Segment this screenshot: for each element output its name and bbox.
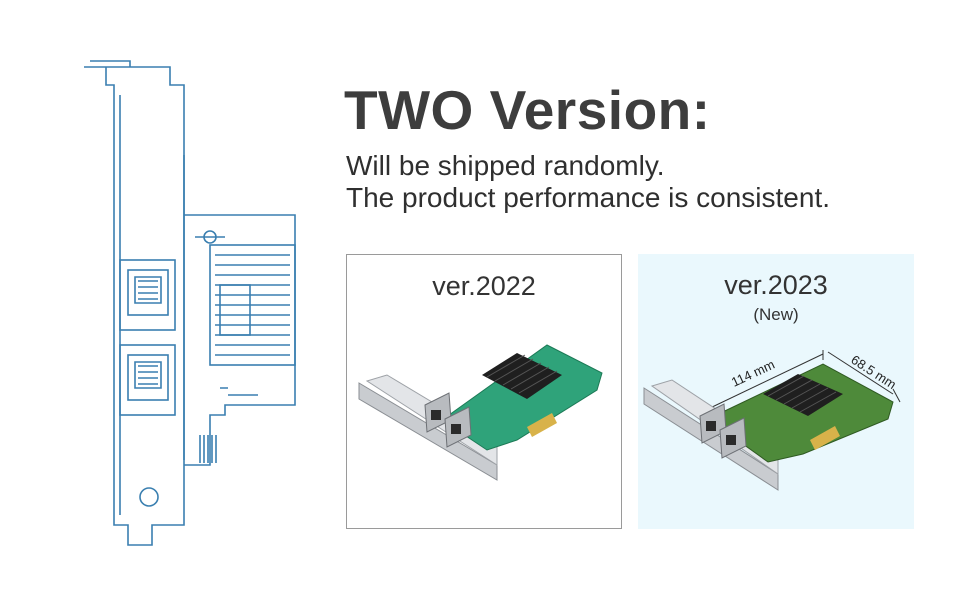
- version-label: ver.2022: [432, 271, 536, 301]
- new-tag: (New): [753, 305, 799, 324]
- nic-line-diagram: [84, 60, 296, 546]
- version-label-new: ver.2023: [724, 270, 828, 300]
- nic-photo-2023: 114 mm 68.5 mm: [643, 350, 901, 491]
- shipping-note: Will be shipped randomly.: [346, 150, 665, 181]
- dimension-length: 114 mm: [729, 357, 777, 390]
- version-card-2023: 114 mm 68.5 mm ver.2023 (New): [638, 254, 914, 529]
- nic-photo-2022: [358, 344, 603, 481]
- headline: TWO Version:: [344, 79, 711, 141]
- version-card-2022: ver.2022: [346, 254, 622, 529]
- performance-note: The product performance is consistent.: [346, 182, 831, 213]
